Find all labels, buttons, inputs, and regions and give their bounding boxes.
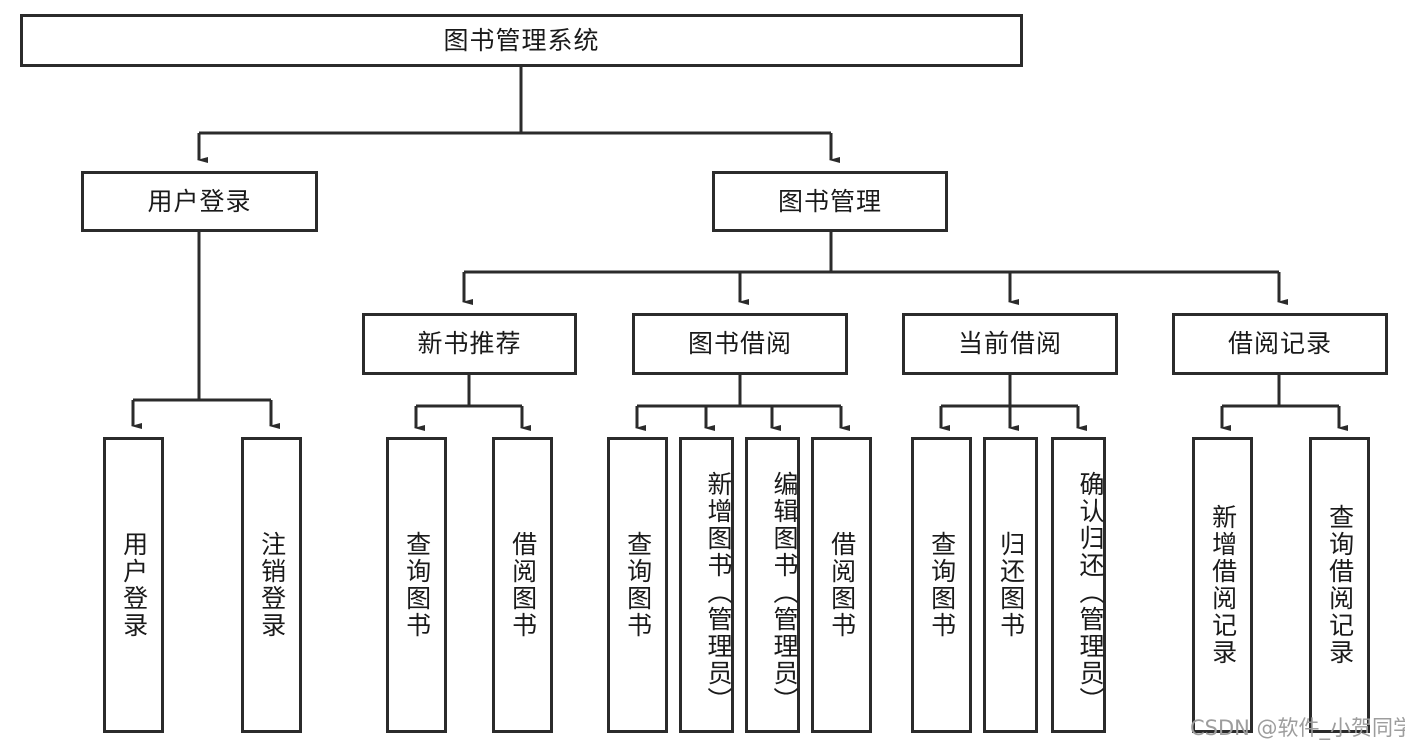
leaf-current-confirm-return[interactable]: 确认归还（管理员） <box>1051 437 1106 733</box>
node-borrow-record[interactable]: 借阅记录 <box>1172 313 1388 375</box>
node-book-management[interactable]: 图书管理 <box>712 171 948 232</box>
leaf-recommend-query-book-label: 查询图书 <box>402 531 432 639</box>
leaf-record-query-record-label: 查询借阅记录 <box>1325 504 1355 666</box>
leaf-borrow-add-book-label: 新增图书（管理员） <box>704 470 733 714</box>
node-book-management-label: 图书管理 <box>777 186 882 216</box>
node-borrow-record-label: 借阅记录 <box>1227 329 1332 359</box>
node-new-book-recommend[interactable]: 新书推荐 <box>362 313 577 375</box>
leaf-borrow-borrow-book-label: 借阅图书 <box>827 531 857 639</box>
leaf-current-return-book-label: 归还图书 <box>996 531 1026 639</box>
leaf-recommend-borrow-book[interactable]: 借阅图书 <box>492 437 553 733</box>
leaf-current-query-book-label: 查询图书 <box>927 531 957 639</box>
node-root[interactable]: 图书管理系统 <box>20 14 1023 67</box>
leaf-borrow-borrow-book[interactable]: 借阅图书 <box>811 437 872 733</box>
node-current-borrow-label: 当前借阅 <box>957 329 1062 359</box>
leaf-borrow-query-book-label: 查询图书 <box>623 531 653 639</box>
node-root-label: 图书管理系统 <box>443 25 600 55</box>
leaf-user-login-login[interactable]: 用户登录 <box>103 437 164 733</box>
csdn-watermark: CSDN @软件_小贺同学 <box>1190 716 1405 740</box>
leaf-borrow-edit-book[interactable]: 编辑图书（管理员） <box>745 437 800 733</box>
leaf-record-add-record-label: 新增借阅记录 <box>1208 504 1238 666</box>
node-book-borrow-label: 图书借阅 <box>687 329 792 359</box>
leaf-user-login-logout-label: 注销登录 <box>257 531 287 639</box>
leaf-current-query-book[interactable]: 查询图书 <box>911 437 972 733</box>
leaf-user-login-logout[interactable]: 注销登录 <box>241 437 302 733</box>
leaf-record-add-record[interactable]: 新增借阅记录 <box>1192 437 1253 733</box>
leaf-user-login-login-label: 用户登录 <box>119 531 149 639</box>
leaf-recommend-borrow-book-label: 借阅图书 <box>508 531 538 639</box>
leaf-record-query-record[interactable]: 查询借阅记录 <box>1309 437 1370 733</box>
node-current-borrow[interactable]: 当前借阅 <box>902 313 1118 375</box>
leaf-borrow-add-book[interactable]: 新增图书（管理员） <box>679 437 734 733</box>
node-book-borrow[interactable]: 图书借阅 <box>632 313 848 375</box>
leaf-borrow-edit-book-label: 编辑图书（管理员） <box>770 470 799 714</box>
leaf-recommend-query-book[interactable]: 查询图书 <box>386 437 447 733</box>
leaf-borrow-query-book[interactable]: 查询图书 <box>607 437 668 733</box>
node-user-login-label: 用户登录 <box>147 186 252 216</box>
leaf-current-return-book[interactable]: 归还图书 <box>983 437 1038 733</box>
node-user-login[interactable]: 用户登录 <box>81 171 318 232</box>
leaf-current-confirm-return-label: 确认归还（管理员） <box>1076 470 1105 714</box>
node-new-book-recommend-label: 新书推荐 <box>417 329 522 359</box>
